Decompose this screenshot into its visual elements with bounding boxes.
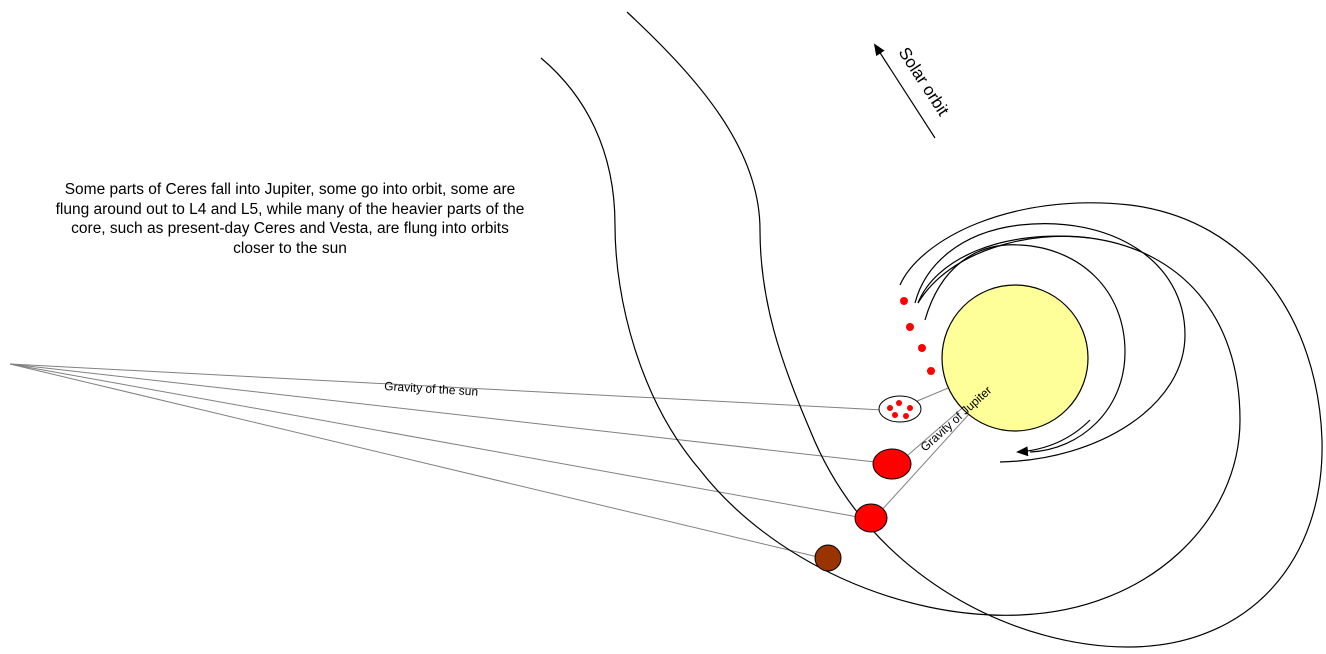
fragment-dot-1 <box>900 297 908 305</box>
cluster-dot-4 <box>892 412 898 418</box>
outer-spiral-path <box>626 11 1323 648</box>
sun-gravity-line-1 <box>9 363 884 411</box>
inner-orbit-arc <box>914 223 1186 463</box>
cluster-dot-3 <box>907 405 913 411</box>
sun-gravity-lines <box>9 363 884 558</box>
fragment-cluster-outline <box>878 395 922 423</box>
gravity-sun-label: Gravity of the sun <box>384 379 479 399</box>
fragment-dot-3 <box>918 344 926 352</box>
ceres-fragment-medium <box>854 503 888 533</box>
orbiting-fragments <box>900 297 935 375</box>
solar-orbit-label: Solar orbit <box>895 44 953 120</box>
solar-orbit-arrow <box>873 43 936 139</box>
inner-spiral-path <box>540 57 1241 616</box>
jupiter-planet <box>941 284 1089 432</box>
diagram-caption: Some parts of Ceres fall into Jupiter, s… <box>55 181 525 257</box>
ceres-body <box>814 544 842 572</box>
ceres-fragment-large <box>872 448 912 480</box>
fragment-cluster <box>878 395 922 423</box>
sun-gravity-line-2 <box>9 363 876 463</box>
orbit-paths <box>540 11 1323 648</box>
cluster-dot-1 <box>887 405 893 411</box>
fragment-dot-2 <box>906 323 914 331</box>
sun-gravity-line-4 <box>9 363 819 558</box>
cluster-dot-5 <box>903 413 909 419</box>
fragment-dot-4 <box>927 367 935 375</box>
inner-orbit-arrow <box>1016 419 1091 457</box>
sun-gravity-line-3 <box>9 363 859 518</box>
cluster-dot-2 <box>896 400 902 406</box>
mid-orbit-arc <box>917 235 1091 304</box>
